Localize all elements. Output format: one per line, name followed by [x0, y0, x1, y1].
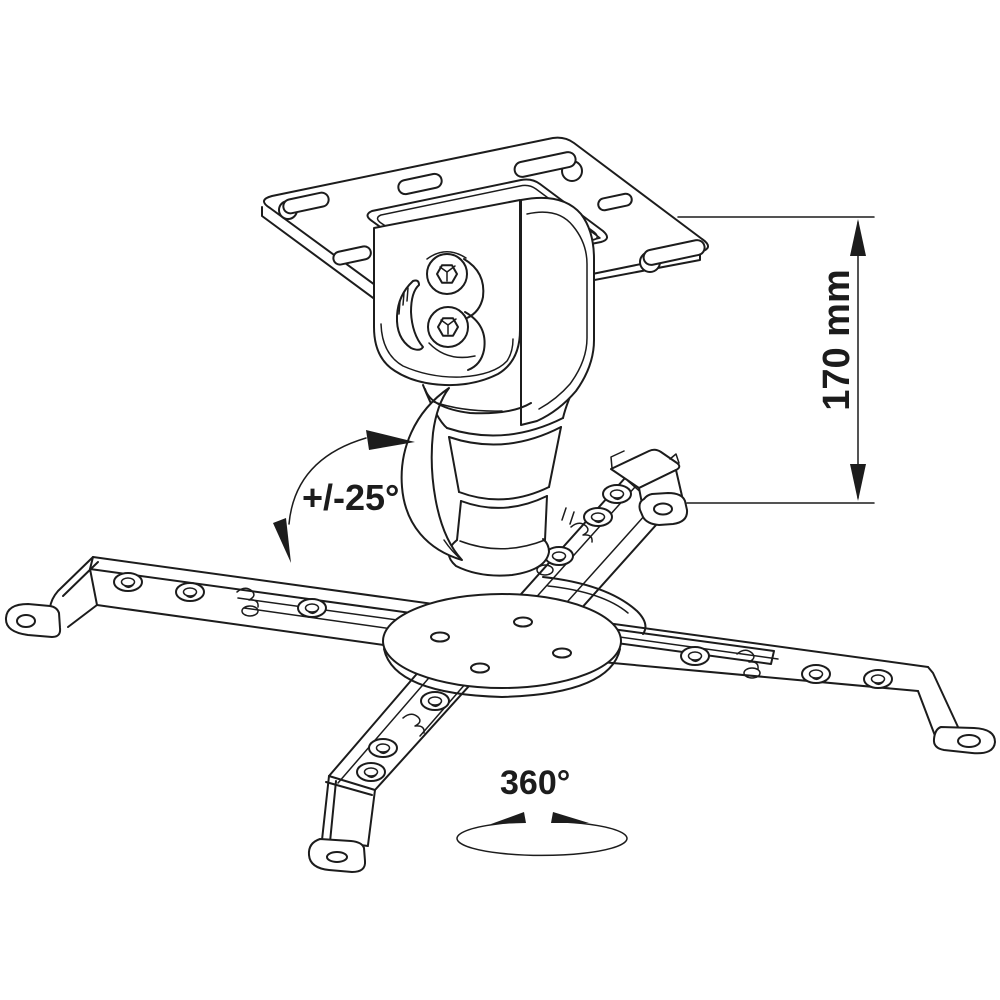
mount-column [400, 379, 579, 577]
screw-icon [602, 484, 632, 504]
arrow-down-left-icon [273, 518, 291, 563]
arm-end-bracket [610, 448, 681, 489]
rotation-label: 360° [500, 764, 570, 802]
rotation-ring [542, 576, 647, 635]
tilt-bracket [373, 199, 521, 387]
arm-left-foot-hole [16, 614, 36, 628]
slot-icon [402, 713, 425, 734]
oval-slot [397, 172, 443, 196]
screw-icon [801, 664, 831, 684]
rotation-disc [382, 593, 622, 698]
dimension-170mm: 170 mm [677, 216, 875, 504]
oval-slot [597, 192, 633, 212]
screw-icon [175, 582, 205, 602]
tilt-arc [288, 437, 367, 525]
disc-hole [470, 662, 490, 674]
screw-icon [420, 691, 450, 711]
screw-icon [356, 762, 386, 782]
screw-icon [368, 738, 398, 758]
oval-slot [332, 245, 372, 266]
plate-boss [366, 178, 608, 273]
disc-hole [430, 631, 450, 643]
screw-icon [297, 598, 327, 618]
hex-bolt [427, 306, 486, 371]
screw-icon [680, 646, 710, 666]
rotation-ellipse [456, 821, 628, 857]
lug-hole [653, 502, 673, 516]
spider-arm-front-left [307, 611, 517, 873]
hex-bolt [426, 251, 485, 319]
arrow-up-icon [850, 219, 866, 256]
spider-arm-left [4, 556, 521, 665]
arm-front-foot-hole [326, 851, 348, 863]
dimension-label: 170 mm [816, 269, 858, 411]
screw-icon [863, 669, 893, 689]
tilt-label: +/-25° [302, 477, 399, 518]
screw-icon [583, 507, 613, 527]
arrow-left-icon [491, 812, 526, 824]
swivel-housing [424, 196, 595, 426]
arm-right-foot-hole [957, 734, 981, 748]
disc-hole [513, 616, 533, 628]
rotation-annotation: 360° [456, 764, 628, 857]
arrow-right-icon [366, 430, 415, 450]
disc-hole [552, 647, 572, 659]
arrow-down-icon [850, 464, 866, 501]
column-flare [447, 538, 550, 577]
arrow-right-icon [551, 812, 589, 823]
screw-icon [113, 572, 143, 592]
tilt-angle-annotation: +/-25° [273, 430, 415, 563]
